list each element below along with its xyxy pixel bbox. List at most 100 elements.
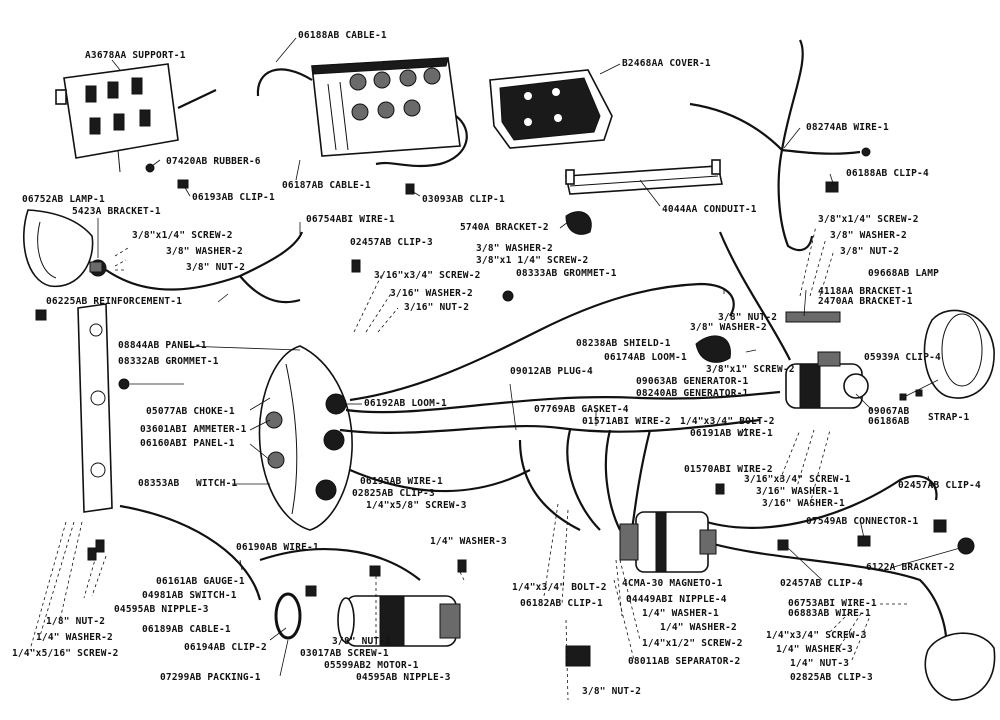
label-nut-a: 3/8" NUT-2 bbox=[186, 262, 246, 273]
label-washer-k: 1/4" WASHER-2 bbox=[36, 632, 113, 643]
label-wire-06883: 06883AB WIRE-1 bbox=[788, 608, 871, 619]
label-loom-06192: 06192AB LOOM-1 bbox=[364, 398, 447, 409]
label-washer-a: 3/8" WASHER-2 bbox=[166, 246, 243, 257]
label-cable-06189: 06189AB CABLE-1 bbox=[142, 624, 231, 635]
label-part-08353: 08353AB bbox=[138, 478, 180, 489]
label-bracket-2470: 2470AA BRACKET-1 bbox=[818, 296, 913, 307]
label-washer-i: 1/4" WASHER-3 bbox=[430, 536, 507, 547]
label-panel-06160: 06160ABI PANEL-1 bbox=[140, 438, 235, 449]
label-clip-02457-4: 02457AB CLIP-4 bbox=[780, 578, 863, 589]
label-washer-h: 3/16" WASHER-1 bbox=[762, 498, 845, 509]
label-switch-04981: 04981AB SWITCH-1 bbox=[142, 590, 237, 601]
label-wire-01570: 01570ABI WIRE-2 bbox=[684, 464, 773, 475]
label-nut-d: 3/16" NUT-2 bbox=[404, 302, 470, 313]
label-reinforcement: 06225AB REINFORCEMENT-1 bbox=[46, 296, 183, 307]
cover-drawing bbox=[489, 69, 613, 149]
label-plug: 09012AB PLUG-4 bbox=[510, 366, 593, 377]
label-screw-f: 3/8"x1" SCREW-2 bbox=[706, 364, 795, 375]
label-nut-m: 1/4" NUT-3 bbox=[790, 658, 850, 669]
label-washer-d: 3/16" WASHER-2 bbox=[390, 288, 473, 299]
packing-drawing bbox=[274, 592, 302, 640]
label-washer-j: 1/4" WASHER-1 bbox=[642, 608, 719, 619]
panel-08844-drawing bbox=[77, 303, 113, 513]
label-cover: B2468AA COVER-1 bbox=[622, 58, 711, 69]
label-clip-06188: 06188AB CLIP-4 bbox=[846, 168, 929, 179]
label-ammeter: 03601ABI AMMETER-1 bbox=[140, 424, 247, 435]
label-screw-l: 1/4"x1/2" SCREW-2 bbox=[642, 638, 743, 649]
label-lamp-06752: 06752AB LAMP-1 bbox=[22, 194, 105, 205]
battery-drawing bbox=[256, 57, 468, 168]
generator-drawing bbox=[785, 351, 869, 409]
hardware-drawing bbox=[35, 163, 975, 667]
label-lamp-09668: 09668AB LAMP bbox=[868, 268, 940, 279]
label-loom-06174: 06174AB LOOM-1 bbox=[604, 352, 687, 363]
label-screw-d: 3/16"x3/4" SCREW-2 bbox=[374, 270, 481, 281]
label-nut-c: 3/8" NUT-2 bbox=[840, 246, 900, 257]
label-wire-06190: 06190AB WIRE-1 bbox=[236, 542, 319, 553]
label-wire-06753: 06753ABI WIRE-1 bbox=[788, 598, 877, 609]
label-gasket: 07769AB GASKET-4 bbox=[534, 404, 629, 415]
label-washer-g: 3/16" WASHER-1 bbox=[756, 486, 839, 497]
battery-support-drawing bbox=[55, 63, 217, 173]
label-washer-b: 3/8" WASHER-2 bbox=[476, 243, 553, 254]
label-nipple-04595: 04595AB NIPPLE-3 bbox=[114, 604, 209, 615]
label-choke: 05077AB CHOKE-1 bbox=[146, 406, 235, 417]
label-screw-g: 3/16"x3/4" SCREW-1 bbox=[744, 474, 851, 485]
label-bracket-4118: 4118AA BRACKET-1 bbox=[818, 286, 913, 297]
label-cable-06187: 06187AB CABLE-1 bbox=[282, 180, 371, 191]
label-nut-e: 3/8" NUT-2 bbox=[718, 312, 778, 323]
label-rubber: 07420AB RUBBER-6 bbox=[166, 156, 261, 167]
label-gauge: 06161AB GAUGE-1 bbox=[156, 576, 245, 587]
label-separator: 08011AB SEPARATOR-2 bbox=[628, 656, 741, 667]
label-packing: 07299AB PACKING-1 bbox=[160, 672, 261, 683]
label-wire-08274: 08274AB WIRE-1 bbox=[806, 122, 889, 133]
magneto-drawing bbox=[619, 511, 717, 573]
label-bracket-5423: 5423A BRACKET-1 bbox=[72, 206, 161, 217]
label-nut-l: 3/8" NUT-1 bbox=[332, 636, 392, 647]
label-wire-06191: 06191AB WIRE-1 bbox=[690, 428, 773, 439]
label-screw-m: 1/4"x3/4" SCREW-3 bbox=[766, 630, 867, 641]
label-bolt-b: 1/4"x3/4" BOLT-2 bbox=[512, 582, 607, 593]
label-clip-05939: 05939A CLIP-4 bbox=[864, 352, 941, 363]
label-clip-06182: 06182AB CLIP-1 bbox=[520, 598, 603, 609]
conduit-drawing bbox=[565, 159, 723, 195]
label-bracket-5740: 5740A BRACKET-2 bbox=[460, 222, 549, 233]
label-screw-k: 1/4"x5/16" SCREW-2 bbox=[12, 648, 119, 659]
label-clip-06193: 06193AB CLIP-1 bbox=[192, 192, 275, 203]
label-generator-08240: 08240AB GENERATOR-1 bbox=[636, 388, 749, 399]
label-strap-09067: 09067AB bbox=[868, 406, 910, 417]
lamp-06752-drawing bbox=[23, 209, 94, 288]
label-conduit: 4044AA CONDUIT-1 bbox=[662, 204, 757, 215]
label-cable-06188: 06188AB CABLE-1 bbox=[298, 30, 387, 41]
label-strap-06186: 06186AB bbox=[868, 416, 910, 427]
label-shield: 08238AB SHIELD-1 bbox=[576, 338, 671, 349]
label-screw-b: 3/8"x1 1/4" SCREW-2 bbox=[476, 255, 589, 266]
label-nut-o: 3/8" NUT-2 bbox=[582, 686, 642, 697]
label-wire-01571: 01571ABI WIRE-2 bbox=[582, 416, 671, 427]
instrument-panel-drawing bbox=[258, 345, 353, 531]
motor-drawing bbox=[337, 595, 461, 647]
label-clip-02457-3: 02457AB CLIP-3 bbox=[350, 237, 433, 248]
label-wire-06195: 06195AB WIRE-1 bbox=[360, 476, 443, 487]
shield-drawing bbox=[695, 335, 731, 363]
wire-06754-drawing bbox=[105, 231, 304, 304]
label-clip-02825-3: 02825AB CLIP-3 bbox=[352, 488, 435, 499]
lamp-09668-drawing bbox=[923, 309, 995, 399]
leader-lines bbox=[29, 37, 961, 701]
label-bolt-a: 1/4"x3/4" BOLT-2 bbox=[680, 416, 775, 427]
label-screw-03017: 03017AB SCREW-1 bbox=[300, 648, 389, 659]
bracket-5423-drawing bbox=[89, 259, 107, 277]
label-nipple-04449: 04449ABI NIPPLE-4 bbox=[626, 594, 727, 605]
label-magneto: 4CMA-30 MAGNETO-1 bbox=[622, 578, 723, 589]
label-support: A3678AA SUPPORT-1 bbox=[85, 50, 186, 61]
wire-looms-drawing bbox=[119, 231, 948, 651]
label-clip-02457-4-right: 02457AB CLIP-4 bbox=[898, 480, 981, 491]
label-generator-09063: 09063AB GENERATOR-1 bbox=[636, 376, 749, 387]
label-screw-h: 1/4"x5/8" SCREW-3 bbox=[366, 500, 467, 511]
wire-08274-drawing bbox=[689, 39, 871, 252]
label-screw-c: 3/8"x1/4" SCREW-2 bbox=[818, 214, 919, 225]
label-bracket-6122: 6122A BRACKET-2 bbox=[866, 562, 955, 573]
label-screw-a: 3/8"x1/4" SCREW-2 bbox=[132, 230, 233, 241]
label-connector: 07549AB CONNECTOR-1 bbox=[806, 516, 919, 527]
